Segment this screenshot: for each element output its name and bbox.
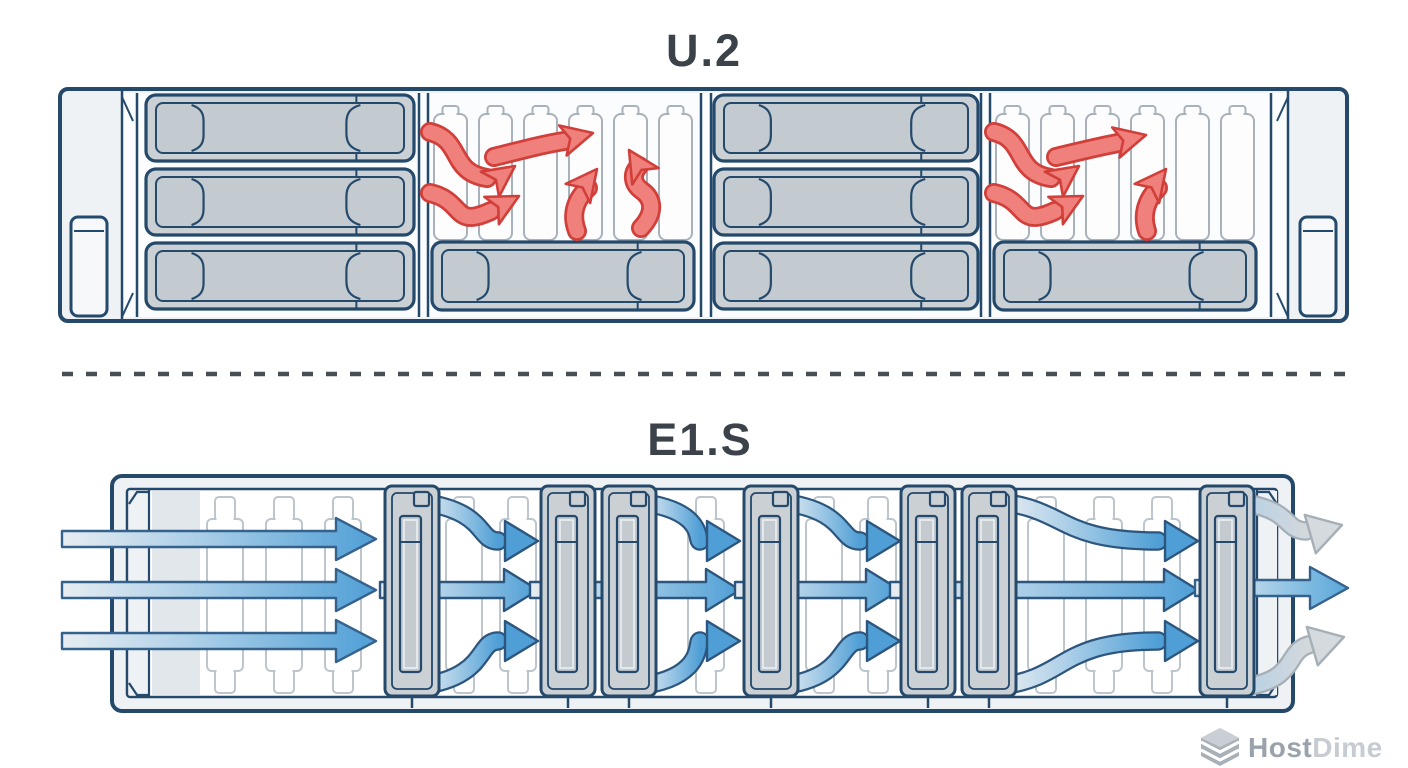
u2-chassis [58, 87, 1349, 323]
e1s-chassis [60, 474, 1350, 713]
red-turbulence-arrow [420, 183, 521, 227]
red-turbulence-arrow [1133, 167, 1168, 241]
airflow-slat [1175, 105, 1210, 241]
exit-airflow-arrow [1240, 625, 1346, 696]
u2-airflow-bay [984, 105, 1258, 312]
entry-airflow-arrow [60, 516, 378, 562]
entry-airflow-arrow [60, 618, 378, 664]
red-turbulence-arrow [484, 124, 595, 167]
turbulent-airflow-arrows [420, 122, 662, 241]
exit-airflow-arrow [1240, 494, 1344, 555]
hostdime-brand-text: HostDime [1248, 732, 1383, 763]
e1s-drive [960, 484, 1018, 708]
e1s-drive [742, 484, 800, 708]
curved-airflow-arrow [990, 619, 1200, 696]
airflow-slat [1085, 105, 1120, 241]
rack-ear-handle [1298, 215, 1338, 318]
e1s-drive [899, 484, 957, 708]
e1s-title: E1.S [647, 414, 753, 465]
red-turbulence-arrow [984, 122, 1081, 199]
u2-drive-tray [144, 93, 416, 163]
u2-drive-tray [430, 240, 696, 312]
turbulent-airflow-arrows [984, 122, 1168, 241]
red-turbulence-arrow [1046, 126, 1148, 167]
e1s-drive-row [383, 484, 1256, 708]
red-turbulence-arrow [564, 167, 599, 241]
airflow-slat [658, 105, 693, 241]
u2-drive-tray [712, 167, 980, 237]
e1s-drive [539, 484, 597, 708]
curved-airflow-arrow [990, 492, 1200, 563]
curved-airflow-arrow [770, 619, 902, 696]
curved-airflow-arrow [770, 492, 902, 563]
red-turbulence-arrow [984, 183, 1085, 227]
u2-drive-tray [992, 240, 1258, 312]
airflow-slat [1220, 105, 1255, 241]
airflow-slat [523, 105, 558, 241]
u2-drive-tray [144, 167, 416, 237]
red-turbulence-arrow [420, 122, 517, 199]
hostdime-logo-icon [1200, 728, 1240, 766]
u2-drive-tray [144, 241, 416, 311]
hostdime-watermark: HostDime [1200, 728, 1383, 766]
u2-drive-tray [712, 93, 980, 163]
e1s-drive [383, 484, 441, 708]
u2-airflow-bay [420, 105, 696, 312]
u2-tray-bay [712, 93, 980, 311]
u2-tray-bay [144, 93, 416, 311]
u2-drive-tray [712, 241, 980, 311]
entry-airflow-arrow [60, 567, 378, 613]
red-turbulence-arrow [624, 148, 662, 238]
u2-title: U.2 [666, 25, 742, 76]
e1s-drive [1198, 484, 1256, 708]
rack-ear-handle [69, 215, 109, 318]
e1s-drive [600, 484, 658, 708]
laminar-airflow-arrows [60, 492, 1350, 696]
